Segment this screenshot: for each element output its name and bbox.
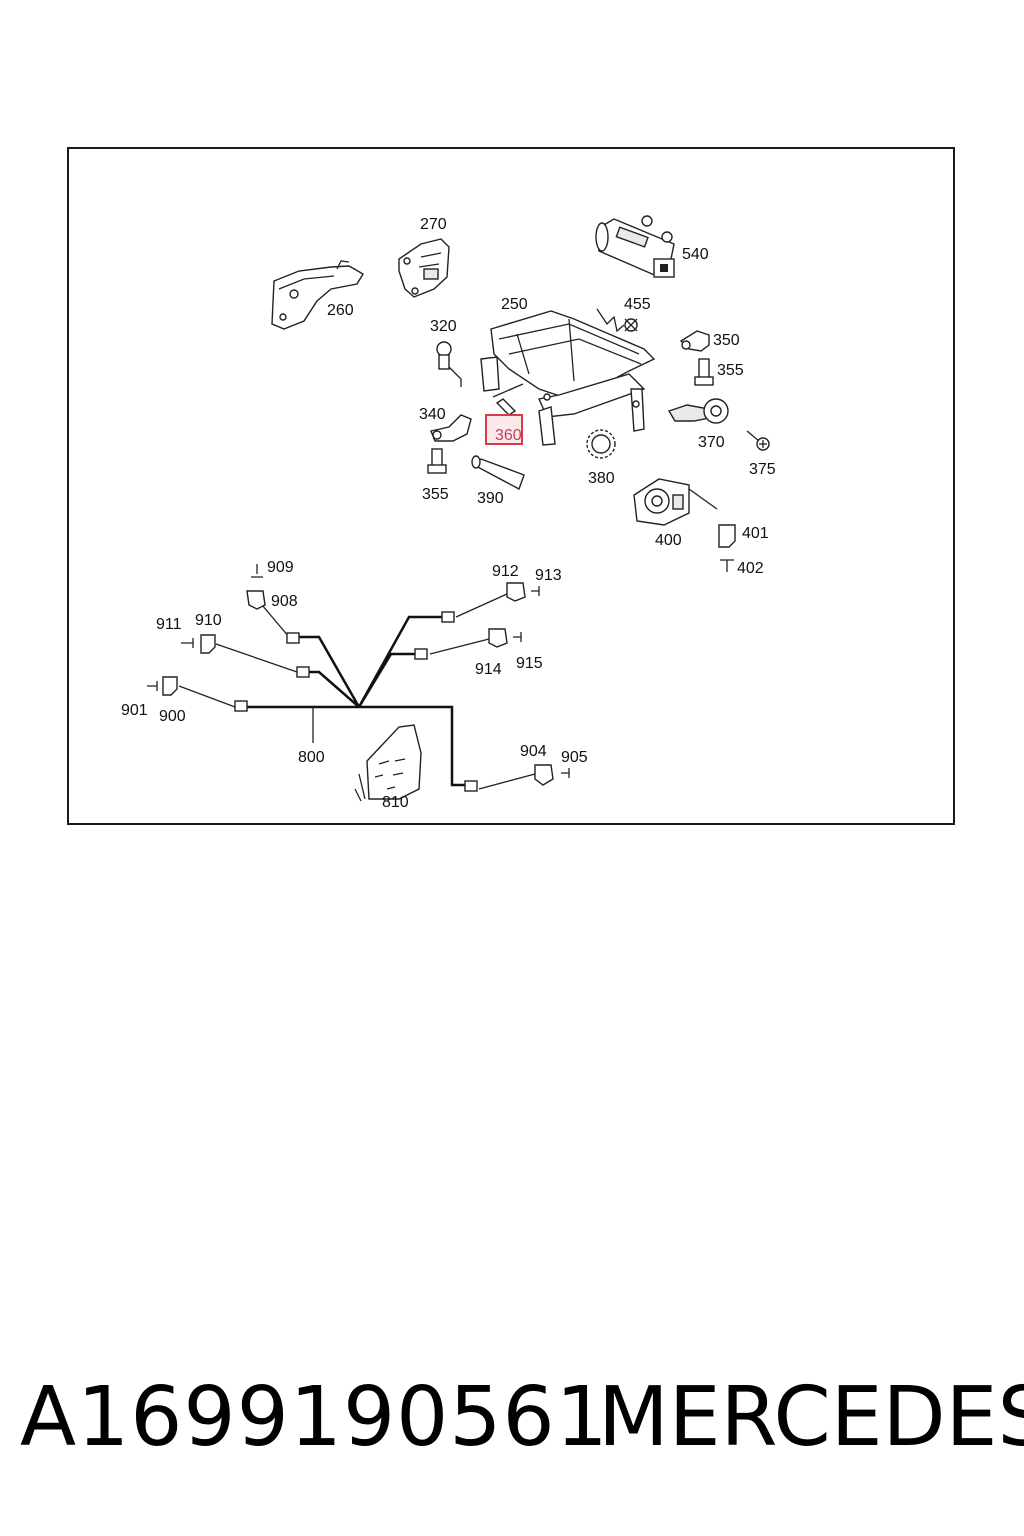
label-912: 912 <box>492 563 519 580</box>
label-914: 914 <box>475 661 502 678</box>
label-800: 800 <box>298 749 325 766</box>
footer: A1699190561 MERCEDES <box>0 1370 1024 1480</box>
wiring-harness-800 <box>178 593 536 792</box>
label-400: 400 <box>655 532 682 549</box>
brand-name: MERCEDES <box>598 1370 1024 1465</box>
label-900: 900 <box>159 708 186 725</box>
label-904: 904 <box>520 743 547 760</box>
label-355-right: 355 <box>717 362 744 379</box>
connector-908-drawing <box>246 590 266 610</box>
label-909: 909 <box>267 559 294 576</box>
label-455: 455 <box>624 296 651 313</box>
label-390: 390 <box>477 490 504 507</box>
part-540-drawing <box>595 215 675 278</box>
label-401: 401 <box>742 525 769 542</box>
part-355-left-drawing <box>427 448 447 474</box>
label-320: 320 <box>430 318 457 335</box>
label-901: 901 <box>121 702 148 719</box>
connector-914-drawing <box>488 628 522 648</box>
connector-912-drawing <box>506 582 540 602</box>
label-905: 905 <box>561 749 588 766</box>
label-915: 915 <box>516 655 543 672</box>
part-401-drawing <box>718 524 736 548</box>
label-810: 810 <box>382 794 409 811</box>
part-455-drawing <box>596 308 638 333</box>
part-355-right-drawing <box>694 358 714 386</box>
part-270-drawing <box>398 238 450 298</box>
label-540: 540 <box>682 246 709 263</box>
part-340-drawing <box>430 414 472 442</box>
connector-909-drawing <box>251 564 263 578</box>
parts-diagram: 260 270 540 250 455 <box>121 215 776 811</box>
label-375: 375 <box>749 461 776 478</box>
part-400-drawing <box>633 478 718 526</box>
label-402: 402 <box>737 560 764 577</box>
highlight-box-360 <box>485 414 523 445</box>
connector-900-drawing <box>147 676 178 696</box>
label-380: 380 <box>588 470 615 487</box>
part-375-drawing <box>746 430 770 451</box>
part-370-drawing <box>667 398 729 424</box>
label-340: 340 <box>419 406 446 423</box>
part-380-drawing <box>586 429 616 459</box>
label-913: 913 <box>535 567 562 584</box>
part-402-drawing <box>720 559 734 572</box>
label-360: 360 <box>495 427 522 444</box>
label-350: 350 <box>713 332 740 349</box>
part-810-drawing <box>354 724 422 802</box>
connector-910-drawing <box>181 634 216 654</box>
label-250: 250 <box>501 296 528 313</box>
label-908: 908 <box>271 593 298 610</box>
part-360-drawing <box>495 398 517 416</box>
label-260: 260 <box>327 302 354 319</box>
part-260-drawing <box>271 260 364 330</box>
part-320-drawing <box>436 341 462 387</box>
connector-904-drawing <box>534 764 570 786</box>
part-350-drawing <box>679 330 710 352</box>
part-250-drawing <box>480 310 656 446</box>
label-355-left: 355 <box>422 486 449 503</box>
label-270: 270 <box>420 216 447 233</box>
label-911: 911 <box>156 616 182 633</box>
part-number: A1699190561 <box>20 1370 609 1465</box>
label-370: 370 <box>698 434 725 451</box>
part-390-drawing <box>471 455 525 490</box>
parts-diagram-frame: 260 270 540 250 455 <box>67 147 955 825</box>
label-910: 910 <box>195 612 222 629</box>
